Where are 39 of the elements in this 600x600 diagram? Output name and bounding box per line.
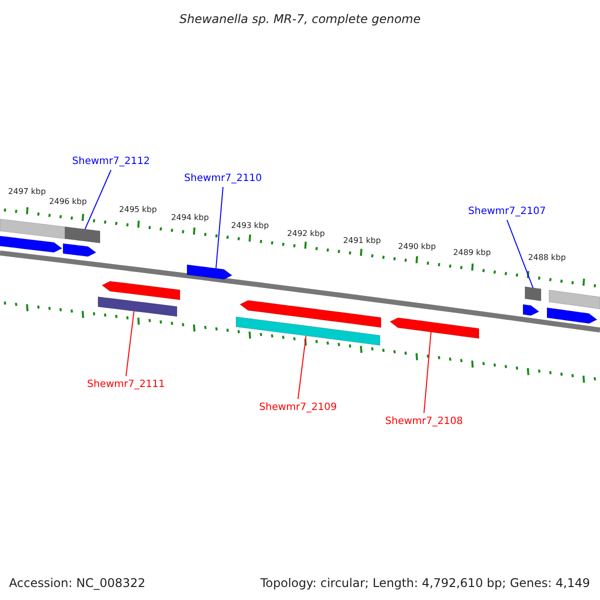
gene-feature — [522, 304, 540, 316]
leader-line — [424, 332, 432, 414]
leader-line — [298, 335, 306, 400]
tick-label: 2495 kbp — [119, 204, 157, 216]
tick-label: 2494 kbp — [171, 212, 209, 224]
gene-feature — [240, 300, 382, 328]
gene-feature — [62, 243, 96, 257]
gene-feature — [0, 236, 62, 253]
gene-label: Shewmr7_2107 — [468, 204, 546, 220]
leader-line — [506, 220, 534, 288]
leader-line — [126, 310, 134, 376]
gene-feature — [0, 218, 66, 239]
gene-feature — [98, 296, 178, 317]
gene-label: Shewmr7_2109 — [259, 400, 337, 416]
gene-feature — [64, 226, 100, 244]
tick-label: 2490 kbp — [398, 241, 436, 253]
leader-line — [216, 186, 224, 269]
gene-label: Shewmr7_2111 — [87, 377, 165, 393]
gene-feature — [390, 317, 480, 339]
gene-label: Shewmr7_2108 — [385, 414, 463, 430]
gene-feature — [186, 264, 232, 280]
gene-feature — [102, 280, 180, 300]
tick-label: 2491 kbp — [343, 235, 381, 247]
gene-label: Shewmr7_2110 — [184, 171, 262, 187]
genome-info: Accession: NC_008322 — [9, 575, 146, 592]
title: Shewanella sp. MR-7, complete genome — [179, 11, 421, 28]
genome-info: Topology: circular; Length: 4,792,610 bp; Genes: 4,149 — [260, 575, 590, 592]
gene-feature — [524, 286, 542, 302]
gene-feature — [236, 316, 380, 346]
gene-feature — [548, 290, 600, 310]
tick-label: 2488 kbp — [528, 252, 566, 264]
tick-label: 2496 kbp — [49, 196, 87, 208]
tick-label: 2492 kbp — [287, 228, 325, 240]
tick-label: 2493 kbp — [231, 220, 269, 232]
tick-label: 2489 kbp — [453, 247, 491, 259]
gene-label: Shewmr7_2112 — [72, 154, 150, 170]
gene-feature — [546, 307, 598, 324]
tick-label: 2497 kbp — [8, 186, 46, 198]
leader-line — [84, 170, 112, 230]
